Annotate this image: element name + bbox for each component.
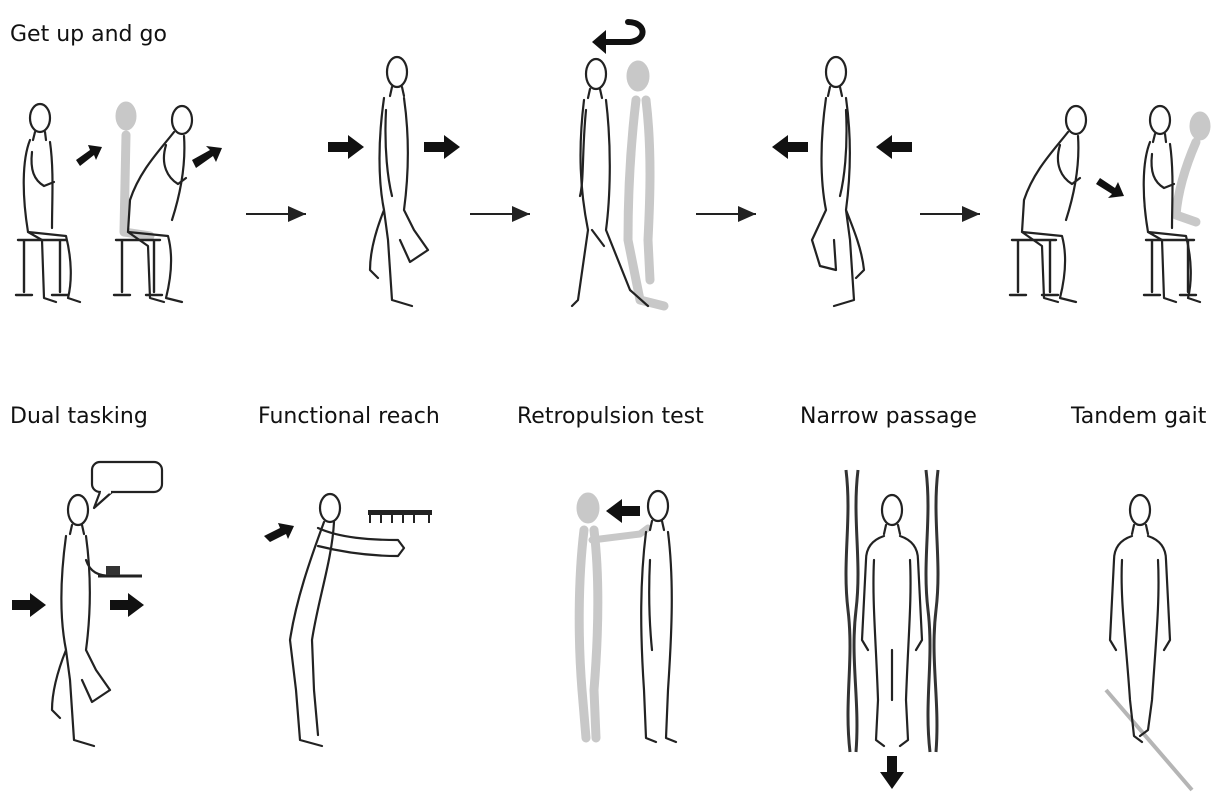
sitting-down-person <box>1010 106 1086 302</box>
narrow-passage-walls <box>846 470 938 752</box>
bold-arrow-icon <box>328 135 364 159</box>
bold-arrow-icon <box>110 593 144 617</box>
ghost-person <box>628 62 664 306</box>
bold-arrow-icon <box>606 499 640 523</box>
bold-arrow-icon <box>192 146 222 168</box>
walking-back-person <box>812 57 864 306</box>
bold-arrow-icon <box>12 593 46 617</box>
reaching-person <box>290 494 404 746</box>
tandem-line <box>1106 690 1192 790</box>
speech-bubble-icon <box>92 462 162 508</box>
seated-person <box>16 104 80 302</box>
turn-arrow-icon <box>592 22 643 54</box>
bold-arrow-icon <box>876 135 912 159</box>
walking-person <box>370 57 428 306</box>
measuring-scale <box>368 510 432 523</box>
ghost-person <box>1176 113 1209 222</box>
bold-arrow-icon <box>424 135 460 159</box>
narrow-passage-person <box>862 495 922 746</box>
dual-tasking-person <box>52 495 142 746</box>
seated-person <box>1144 106 1200 302</box>
bold-arrow-icon <box>880 756 904 789</box>
bold-arrow-icon <box>76 145 102 166</box>
bold-arrow-icon <box>1096 178 1124 198</box>
bold-arrow-icon <box>772 135 808 159</box>
bold-arrow-icon <box>264 523 294 542</box>
examiner-person <box>578 494 648 738</box>
